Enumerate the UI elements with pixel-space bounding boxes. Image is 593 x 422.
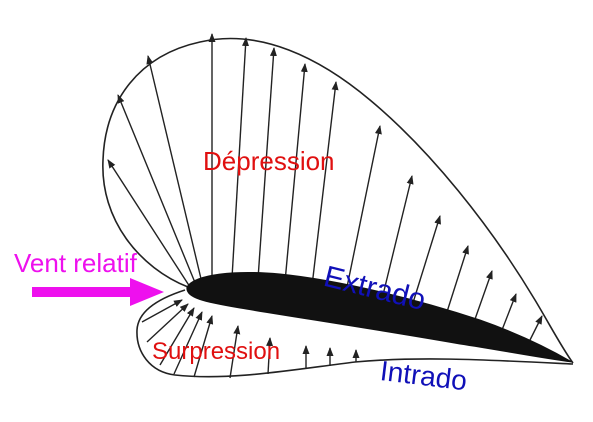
suction-vector: [146, 55, 203, 284]
airfoil-shape: [186, 272, 573, 363]
surpression-label: Surpression: [152, 338, 281, 365]
suction-vector: [231, 37, 250, 279]
suction-vector: [311, 81, 339, 287]
suction-vector: [529, 315, 543, 341]
suction-vector: [117, 94, 197, 286]
suction-vector: [411, 215, 441, 307]
pressure-vector: [146, 303, 189, 343]
pressure-vector: [266, 337, 274, 375]
relative-wind-label: Vent relatif: [14, 248, 137, 278]
pressure-vector: [159, 307, 195, 366]
suction-vector: [284, 63, 308, 283]
suction-vector: [473, 270, 493, 323]
suction-vectors: [107, 33, 543, 341]
suction-vector: [257, 47, 277, 280]
suction-vector: [381, 175, 414, 300]
suction-vector: [445, 245, 469, 316]
right-arrow-icon: [32, 278, 164, 306]
suction-vector: [501, 293, 517, 331]
depression-label: Dépression: [203, 146, 335, 176]
suction-vector: [107, 159, 191, 288]
pressure-vector: [173, 311, 203, 375]
suction-envelope-curve: [102, 37, 574, 364]
pressure-vector: [193, 315, 214, 378]
pressure-vectors: [141, 299, 360, 379]
suction-vector: [345, 125, 382, 293]
pressure-vector: [229, 325, 241, 379]
pressure-vector: [141, 299, 183, 323]
